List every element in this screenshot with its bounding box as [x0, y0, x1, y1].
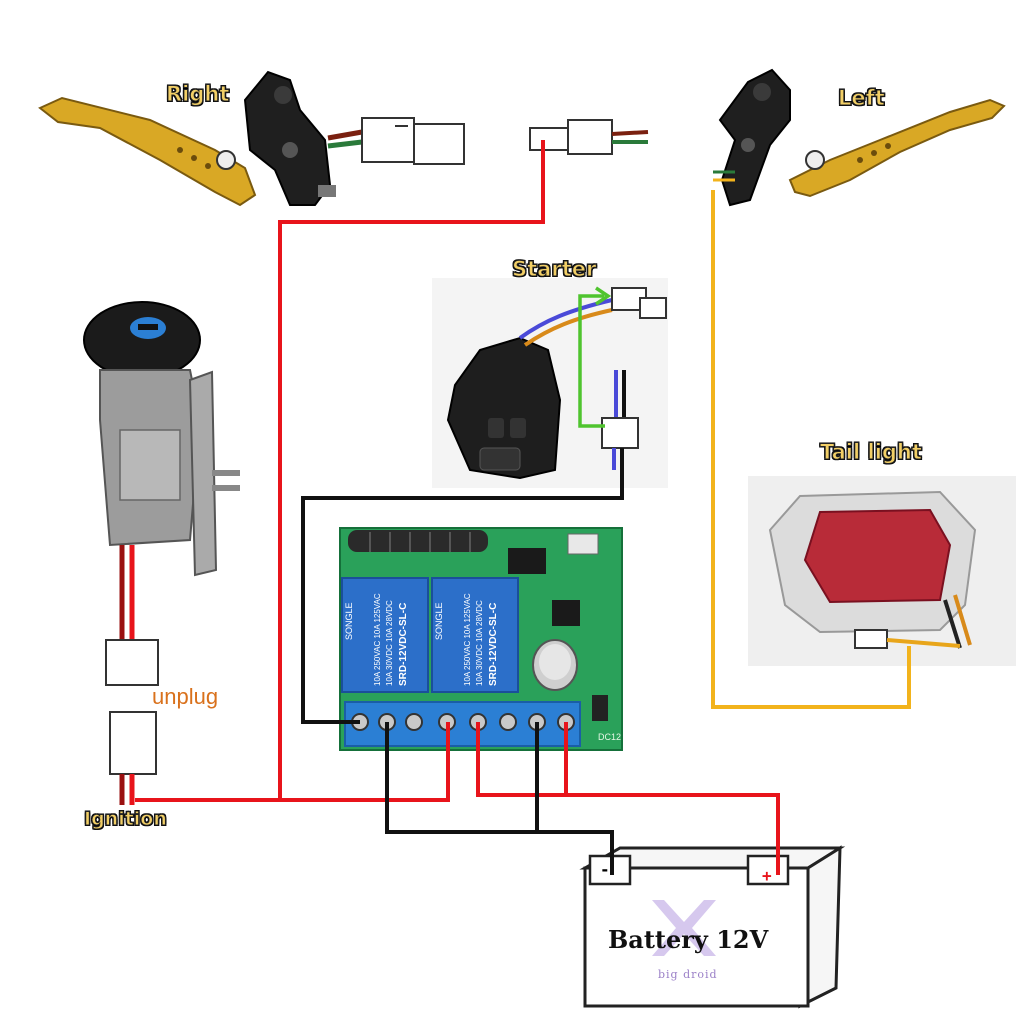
battery-logo-icon [652, 900, 716, 956]
battery-positive-sign: + [762, 866, 772, 885]
battery-watermark: big droid [658, 968, 718, 981]
wire-red-ignition-terminal [280, 722, 450, 802]
relay2-model: SRD-12VDC-SL-C [488, 603, 499, 686]
starter-label: Starter [511, 257, 597, 282]
right-lever-connector [327, 117, 465, 165]
relay-board: SONGLE 10A 250VAC 10A 125VAC 10A 30VDC 1… [339, 527, 623, 751]
relay2-brand: SONGLE [434, 602, 444, 640]
wire-yellow-tail [711, 190, 911, 709]
relay1-model: SRD-12VDC-SL-C [398, 603, 409, 686]
wire-black-battery-negative [385, 722, 614, 875]
relay2-rating-1: 10A 250VAC 10A 125VAC [463, 593, 472, 686]
unplug-label: unplug [152, 684, 219, 709]
starter-switch [432, 278, 668, 488]
relay1-rating-2: 10A 30VDC 10A 28VDC [385, 600, 394, 686]
wire-black-starter [301, 478, 624, 724]
right-label: Right [165, 82, 230, 107]
relay1-rating-1: 10A 250VAC 10A 125VAC [373, 593, 382, 686]
left-brake-lever [718, 68, 1006, 207]
relay1-brand: SONGLE [344, 602, 354, 640]
relay2-rating-2: 10A 30VDC 10A 28VDC [475, 600, 484, 686]
wire-red-battery-positive [476, 722, 780, 875]
tail-light-label: Tail light [820, 440, 923, 465]
left-label: Left [838, 86, 886, 111]
battery-title: Battery 12V [608, 925, 769, 954]
right-brake-lever [38, 70, 336, 207]
starter-bypass-arrowhead [595, 286, 612, 306]
left-lever-connector [529, 119, 649, 155]
ignition-label: Ignition [84, 808, 168, 831]
battery-negative-sign: - [600, 860, 610, 879]
board-chip-label: DC12 [598, 732, 621, 742]
tail-light [748, 476, 1016, 666]
antenna-coil [369, 532, 471, 552]
ignition-switch [83, 301, 240, 805]
wire-red-brake-loop [135, 140, 545, 802]
starter-bypass-wire [578, 294, 605, 428]
